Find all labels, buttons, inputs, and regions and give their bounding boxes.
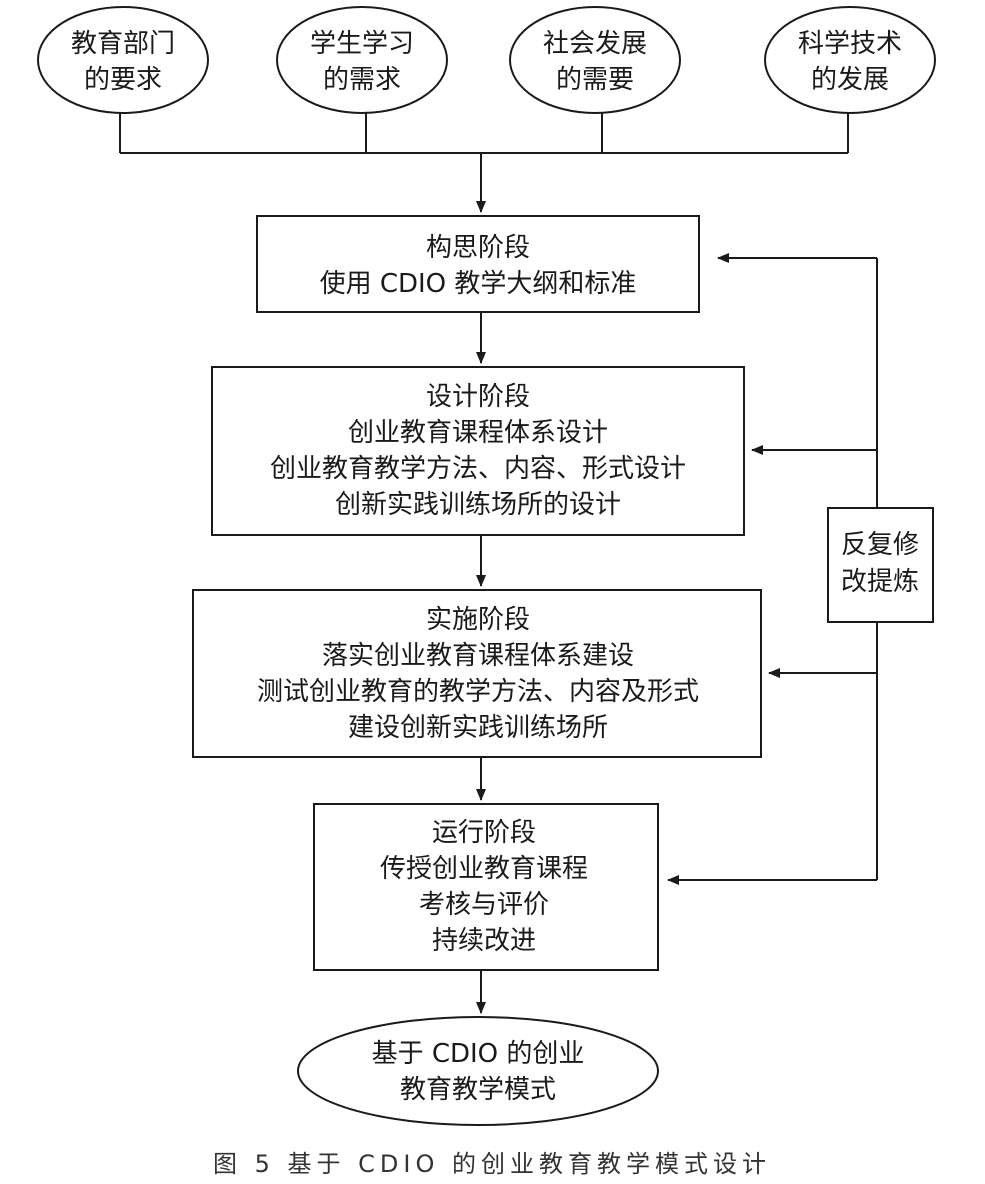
output-node: 基于 CDIO 的创业 教育教学模式 — [297, 1016, 659, 1126]
stage-box-operate: 运行阶段 传授创业教育课程 考核与评价 持续改进 — [313, 803, 659, 971]
stage-conceive-line-1: 使用 CDIO 教学大纲和标准 — [320, 269, 637, 299]
stage-design-line-1: 创业教育课程体系设计 — [348, 418, 608, 448]
stage-box-conceive: 构思阶段 使用 CDIO 教学大纲和标准 — [256, 215, 700, 313]
input-node-student-learning-line-2: 的需求 — [323, 65, 401, 95]
stage-implement-title: 实施阶段 — [426, 605, 530, 635]
input-node-science-technology: 科学技术 的发展 — [764, 6, 936, 114]
output-node-line-1: 基于 CDIO 的创业 — [372, 1039, 585, 1069]
stage-implement-line-1: 落实创业教育课程体系建设 — [322, 641, 634, 671]
stage-conceive-title: 构思阶段 — [426, 233, 530, 263]
stage-design-line-3: 创新实践训练场所的设计 — [335, 490, 621, 520]
stage-operate-line-3: 持续改进 — [432, 926, 536, 956]
input-merge-connector — [119, 113, 849, 213]
output-node-line-2: 教育教学模式 — [400, 1075, 556, 1105]
input-node-science-technology-line-1: 科学技术 — [798, 29, 902, 59]
stage-box-implement: 实施阶段 落实创业教育课程体系建设 测试创业教育的教学方法、内容及形式 建设创新… — [192, 589, 762, 758]
input-node-social-development: 社会发展 的需要 — [509, 6, 681, 114]
input-node-student-learning-line-1: 学生学习 — [310, 29, 414, 59]
input-node-student-learning: 学生学习 的需求 — [276, 6, 448, 114]
stage-design-title: 设计阶段 — [426, 382, 530, 412]
feedback-box: 反复修 改提炼 — [827, 507, 934, 623]
input-node-science-technology-line-2: 的发展 — [811, 65, 889, 95]
stage-operate-line-2: 考核与评价 — [419, 890, 549, 920]
input-node-social-development-line-1: 社会发展 — [543, 29, 647, 59]
input-node-education-dept: 教育部门 的要求 — [37, 6, 209, 114]
input-node-social-development-line-2: 的需要 — [556, 65, 634, 95]
feedback-box-line-1: 反复修 — [841, 530, 919, 560]
stage-design-line-2: 创业教育教学方法、内容、形式设计 — [270, 454, 686, 484]
input-node-education-dept-line-2: 的要求 — [84, 65, 162, 95]
stage-operate-line-1: 传授创业教育课程 — [380, 854, 588, 884]
feedback-box-line-2: 改提炼 — [841, 567, 919, 597]
feedback-loop — [667, 253, 878, 885]
stage-implement-line-3: 建设创新实践训练场所 — [348, 713, 608, 743]
stage-operate-title: 运行阶段 — [432, 818, 536, 848]
stage-implement-line-2: 测试创业教育的教学方法、内容及形式 — [257, 677, 699, 707]
figure-caption: 图 5 基于 CDIO 的创业教育教学模式设计 — [213, 1150, 771, 1178]
stage-box-design: 设计阶段 创业教育课程体系设计 创业教育教学方法、内容、形式设计 创新实践训练场… — [211, 366, 745, 536]
input-node-education-dept-line-1: 教育部门 — [71, 29, 175, 59]
